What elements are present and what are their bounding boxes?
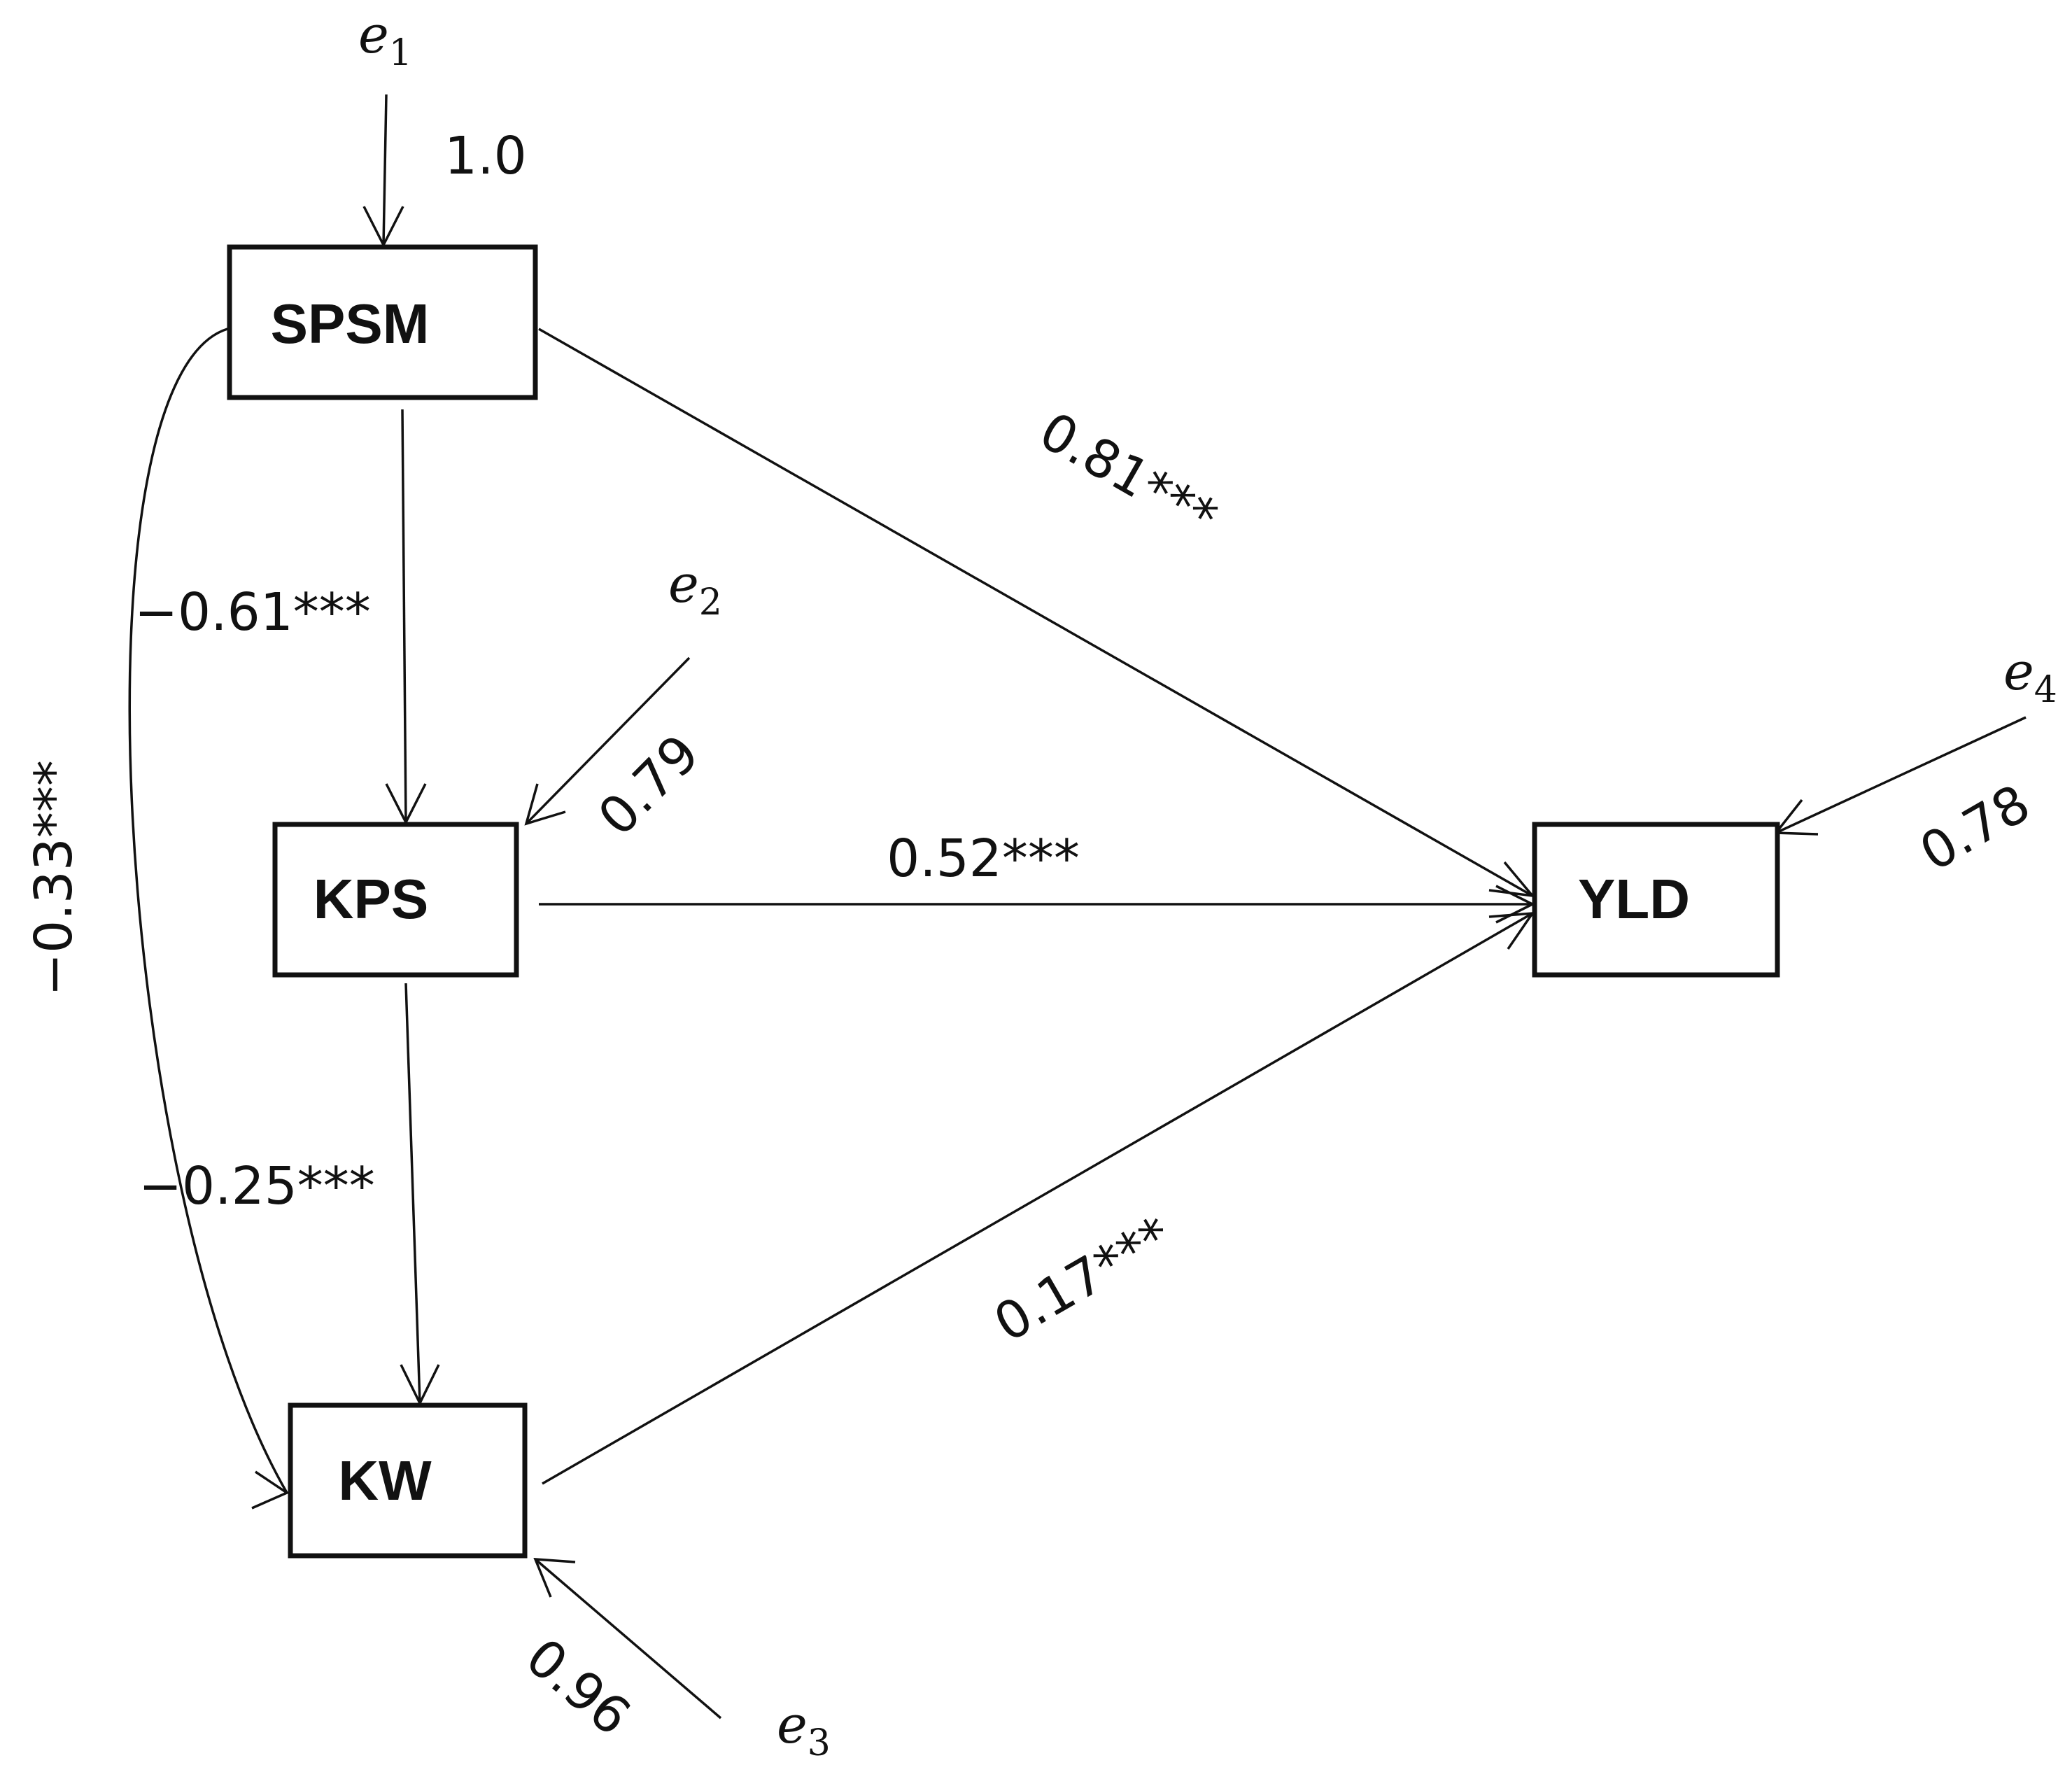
- node-label-yld: YLD: [1578, 868, 1690, 930]
- edge-spsm-kw: [128, 328, 290, 1510]
- coef-e1-spsm: 1.0: [444, 126, 527, 186]
- node-yld: YLD: [1532, 822, 1780, 978]
- node-label-spsm: SPSM: [271, 293, 430, 355]
- coef-spsm-kw: −0.33***: [24, 760, 84, 997]
- node-label-kps: KPS: [313, 868, 429, 930]
- node-kps: KPS: [272, 822, 519, 978]
- edge-e2-kps: [524, 656, 691, 826]
- edge-spsm-kps: [385, 409, 427, 825]
- coef-e4-yld: 0.78: [1910, 773, 2041, 883]
- edge-e3-kw: [533, 1558, 722, 1720]
- node-kw: KW: [288, 1402, 528, 1559]
- error-e2: e2: [668, 554, 722, 624]
- coef-spsm-kps: −0.61***: [134, 582, 371, 642]
- edge-kps-yld: [539, 885, 1535, 924]
- edge-kw-yld: [542, 911, 1535, 1485]
- coef-kw-yld: 0.17***: [985, 1205, 1182, 1353]
- edge-kps-kw: [400, 983, 440, 1406]
- error-e4: e4: [2003, 642, 2057, 711]
- node-label-kw: KW: [338, 1449, 432, 1512]
- error-e3: e3: [777, 1695, 831, 1764]
- coef-kps-yld: 0.52***: [887, 829, 1080, 889]
- error-e1: e1: [358, 5, 412, 74]
- coef-kps-kw: −0.25***: [139, 1156, 375, 1216]
- node-spsm: SPSM: [227, 244, 538, 400]
- coef-e3-kw: 0.96: [514, 1627, 641, 1748]
- edge-e1-spsm: [362, 94, 404, 248]
- coef-spsm-yld: 0.81***: [1029, 401, 1227, 549]
